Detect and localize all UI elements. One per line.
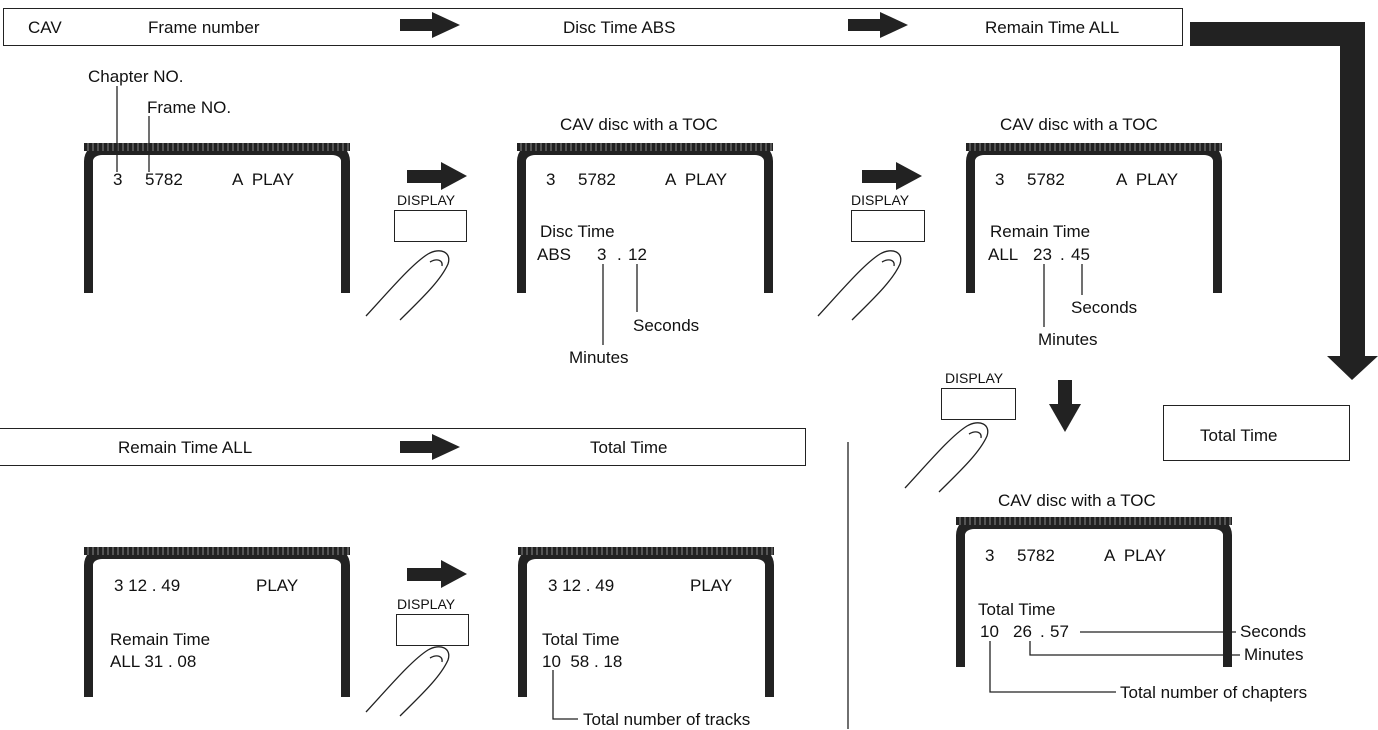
screen4-separator: .	[1040, 622, 1045, 641]
screen5-status: PLAY	[256, 576, 299, 595]
screen6-value-line: 10 58 . 18	[542, 652, 623, 671]
frame-no-label: Frame NO.	[147, 98, 232, 117]
screen2-status: A PLAY	[665, 170, 728, 189]
display-button-3[interactable]	[941, 388, 1016, 420]
screen2-mode-line: Disc Time	[540, 222, 615, 241]
screen3-status: A PLAY	[1116, 170, 1179, 189]
screen5-time-line: 3 12 . 49	[114, 576, 181, 595]
tv-screen-3	[966, 143, 1222, 293]
screen4-chapters-label: Total number of chapters	[1120, 683, 1308, 702]
display-button-1-label: DISPLAY	[397, 192, 456, 208]
top-sequence-bar	[3, 8, 1183, 46]
screen2-seconds-label: Seconds	[633, 316, 700, 335]
top-step-disc-time-abs: Disc Time ABS	[563, 18, 676, 37]
screen4-chapters-callout	[989, 641, 1116, 693]
tv-screen-1	[84, 143, 350, 293]
screen4-minutes-callout	[1029, 641, 1240, 656]
screen-arrow-4-icon	[407, 560, 467, 588]
screen6-tracks-callout	[552, 670, 578, 720]
screen4-chapter: 3	[985, 546, 995, 565]
finger-2-icon	[817, 250, 902, 321]
display-button-4-label: DISPLAY	[397, 596, 456, 612]
tv-screen-4	[956, 517, 1232, 667]
screen4-minutes: 26	[1013, 622, 1032, 641]
screen3-prefix: ALL	[988, 245, 1019, 264]
screen3-frame: 5782	[1027, 170, 1065, 189]
screen4-frame: 5782	[1017, 546, 1055, 565]
top-step-remain-time-all: Remain Time ALL	[985, 18, 1120, 37]
return-arrow-icon	[1190, 22, 1378, 380]
chapter-no-label: Chapter NO.	[88, 67, 184, 86]
total-time-box	[1163, 405, 1350, 461]
display-button-1[interactable]	[394, 210, 467, 242]
screen6-tracks-label: Total number of tracks	[583, 710, 751, 729]
screen-arrow-1-icon	[407, 162, 467, 190]
screen3-chapter: 3	[995, 170, 1005, 189]
display-button-2[interactable]	[851, 210, 925, 242]
tv-screen-5	[84, 547, 350, 697]
screen3-caption: CAV disc with a TOC	[1000, 115, 1158, 134]
screen1-frame: 5782	[145, 170, 183, 189]
top-bar-arrow-1-icon	[400, 12, 460, 38]
screen3-minutes-label: Minutes	[1038, 330, 1098, 349]
screen2-seconds: 12	[628, 245, 647, 264]
screen2-minutes: 3	[597, 245, 607, 264]
display-button-3-label: DISPLAY	[945, 370, 1004, 386]
top-step-frame-number: Frame number	[148, 18, 260, 37]
screen4-seconds: 57	[1050, 622, 1069, 641]
tv-screen-2	[517, 143, 773, 293]
screen-arrow-2-icon	[862, 162, 922, 190]
finger-4-icon	[365, 646, 450, 717]
screen2-caption: CAV disc with a TOC	[560, 115, 718, 134]
screen4-status: A PLAY	[1104, 546, 1167, 565]
screen4-mode-line: Total Time	[978, 600, 1056, 619]
screen2-chapter: 3	[546, 170, 556, 189]
bottom-step-total-time: Total Time	[590, 438, 668, 457]
total-time-box-label: Total Time	[1200, 426, 1278, 445]
screen4-seconds-label: Seconds	[1240, 622, 1307, 641]
screen6-mode-line: Total Time	[542, 630, 620, 649]
screen3-separator: .	[1060, 245, 1065, 264]
screen1-chapter: 3	[113, 170, 123, 189]
down-arrow-icon	[1049, 380, 1081, 432]
tv-screen-6	[518, 547, 774, 697]
display-button-2-label: DISPLAY	[851, 192, 910, 208]
screen5-value-line: ALL 31 . 08	[110, 652, 197, 671]
screen2-minutes-label: Minutes	[569, 348, 629, 367]
screen4-minutes-label: Minutes	[1244, 645, 1304, 664]
screen2-frame: 5782	[578, 170, 616, 189]
screen2-prefix: ABS	[537, 245, 572, 264]
screen3-mode-line: Remain Time	[990, 222, 1091, 241]
screen5-mode-line: Remain Time	[110, 630, 211, 649]
screen3-minutes: 23	[1033, 245, 1052, 264]
finger-1-icon	[365, 250, 450, 321]
display-button-4[interactable]	[396, 614, 469, 646]
finger-3-icon	[904, 422, 989, 493]
top-bar-arrow-2-icon	[848, 12, 908, 38]
screen3-seconds-label: Seconds	[1071, 298, 1138, 317]
top-mode-label: CAV	[28, 18, 62, 37]
screen6-time-line: 3 12 . 49	[548, 576, 615, 595]
screen6-status: PLAY	[690, 576, 733, 595]
screen4-chapters: 10	[980, 622, 999, 641]
screen3-seconds: 45	[1071, 245, 1090, 264]
bottom-bar-arrow-icon	[400, 434, 460, 460]
bottom-step-remain-time-all: Remain Time ALL	[118, 438, 253, 457]
screen1-status: A PLAY	[232, 170, 295, 189]
screen2-separator: .	[617, 245, 622, 264]
screen4-caption: CAV disc with a TOC	[998, 491, 1156, 510]
